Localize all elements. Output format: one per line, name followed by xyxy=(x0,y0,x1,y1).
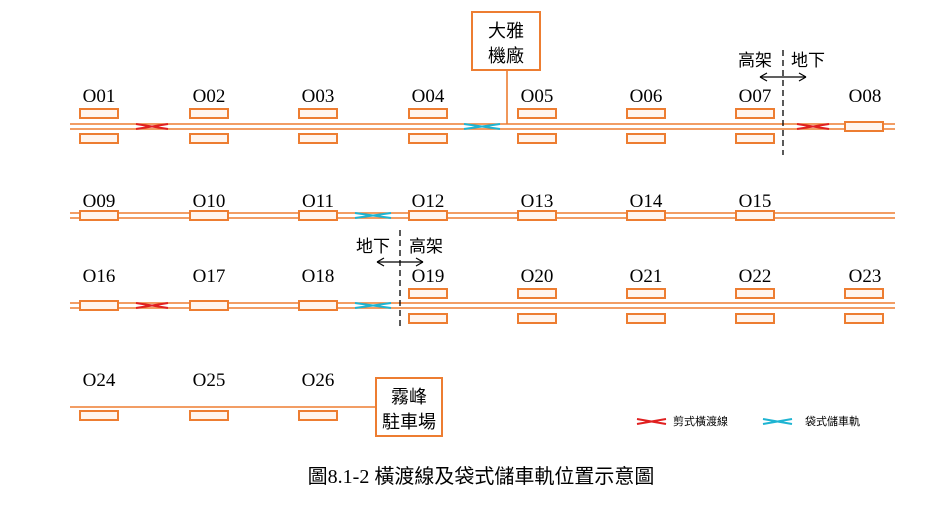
station-label-o23: O23 xyxy=(849,266,882,287)
platform-o08-center xyxy=(844,121,884,132)
station-label-o26: O26 xyxy=(302,370,335,391)
line-row-2: O09 O10 O11 O12 O13 O14 O15 xyxy=(70,191,895,221)
station-label-o14: O14 xyxy=(630,191,663,212)
station-label-o24: O24 xyxy=(83,370,116,391)
station-label-o13: O13 xyxy=(521,191,554,212)
platform-o22-upper xyxy=(735,288,775,299)
line-row-3: O16 O17 O18 O19 O20 O21 O22 O23 地下 高架 xyxy=(70,230,895,330)
transition-left-label: 地下 xyxy=(356,237,390,256)
platform-o05-lower xyxy=(517,133,557,144)
station-label-o09: O09 xyxy=(83,191,116,212)
platform-o17 xyxy=(189,300,229,311)
platform-o01-lower xyxy=(79,133,119,144)
station-label-o01: O01 xyxy=(83,86,116,107)
platform-o20-upper xyxy=(517,288,557,299)
platform-o06-lower xyxy=(626,133,666,144)
depot-label-line1: 霧峰 xyxy=(391,387,427,407)
platform-o23-upper xyxy=(844,288,884,299)
pocket-track-o04-o05 xyxy=(463,123,501,130)
platform-o03-upper xyxy=(298,108,338,119)
platform-o02-upper xyxy=(189,108,229,119)
scissors-crossover-o01-o02 xyxy=(135,123,169,130)
depot-box-wufeng xyxy=(375,377,443,437)
station-label-o03: O03 xyxy=(302,86,335,107)
platform-o12 xyxy=(408,210,448,221)
platform-o09 xyxy=(79,210,119,221)
station-label-o02: O02 xyxy=(193,86,226,107)
transition-left-label: 高架 xyxy=(738,51,772,70)
depot-label-line2: 駐車場 xyxy=(382,412,436,432)
platform-o07-lower xyxy=(735,133,775,144)
scissors-crossover-o07-o08 xyxy=(796,123,830,130)
station-label-o18: O18 xyxy=(302,266,335,287)
platform-o22-lower xyxy=(735,313,775,324)
station-label-o11: O11 xyxy=(302,191,334,212)
station-label-o20: O20 xyxy=(521,266,554,287)
station-label-o16: O16 xyxy=(83,266,116,287)
station-label-o19: O19 xyxy=(412,266,445,287)
legend-pocket-symbol xyxy=(762,418,793,425)
line-row-1: O01 O02 O03 O04 O05 O06 O07 O08 xyxy=(70,11,895,155)
platform-o21-upper xyxy=(626,288,666,299)
platform-o05-upper xyxy=(517,108,557,119)
platform-o20-lower xyxy=(517,313,557,324)
platform-o19-upper xyxy=(408,288,448,299)
platform-o10 xyxy=(189,210,229,221)
station-label-o04: O04 xyxy=(412,86,445,107)
station-label-o17: O17 xyxy=(193,266,226,287)
legend-scissors-label: 剪式橫渡線 xyxy=(673,414,728,428)
station-label-o15: O15 xyxy=(739,191,772,212)
station-label-o08: O08 xyxy=(849,86,882,107)
station-label-o05: O05 xyxy=(521,86,554,107)
figure-caption: 圖8.1-2 橫渡線及袋式儲車軌位置示意圖 xyxy=(308,465,655,488)
station-label-o12: O12 xyxy=(412,191,445,212)
platform-o04-upper xyxy=(408,108,448,119)
platform-o18 xyxy=(298,300,338,311)
platform-o15 xyxy=(735,210,775,221)
station-label-o25: O25 xyxy=(193,370,226,391)
transition-right-label: 地下 xyxy=(791,51,825,70)
pocket-track-o11-o12 xyxy=(354,212,392,219)
platform-o06-upper xyxy=(626,108,666,119)
double-arrow-icon xyxy=(376,257,424,267)
legend: 剪式橫渡線 袋式儲車軌 xyxy=(636,414,860,428)
platform-o24 xyxy=(79,410,119,421)
platform-o25 xyxy=(189,410,229,421)
depot-box-daya xyxy=(471,11,541,71)
platform-o14 xyxy=(626,210,666,221)
line-row-4: O24 O25 O26 霧峰 駐車場 xyxy=(70,370,443,437)
platform-o02-lower xyxy=(189,133,229,144)
platform-o04-lower xyxy=(408,133,448,144)
station-label-o07: O07 xyxy=(739,86,772,107)
platform-o19-lower xyxy=(408,313,448,324)
platform-o23-lower xyxy=(844,313,884,324)
platform-o03-lower xyxy=(298,133,338,144)
station-label-o06: O06 xyxy=(630,86,663,107)
station-label-o22: O22 xyxy=(739,266,772,287)
scissors-crossover-o16-o17 xyxy=(135,302,169,309)
pocket-track-o18-o19 xyxy=(354,302,392,309)
depot-label-line2: 機廠 xyxy=(488,45,524,66)
platform-o11 xyxy=(298,210,338,221)
platform-o26 xyxy=(298,410,338,421)
platform-o21-lower xyxy=(626,313,666,324)
platform-o07-upper xyxy=(735,108,775,119)
legend-pocket-label: 袋式儲車軌 xyxy=(805,414,860,428)
platform-o13 xyxy=(517,210,557,221)
transition-right-label: 高架 xyxy=(409,237,443,256)
station-label-o21: O21 xyxy=(630,266,663,287)
double-arrow-icon xyxy=(759,72,807,82)
legend-scissors-symbol xyxy=(636,418,667,425)
depot-label-line1: 大雅 xyxy=(488,21,524,41)
platform-o16 xyxy=(79,300,119,311)
platform-o01-upper xyxy=(79,108,119,119)
station-label-o10: O10 xyxy=(193,191,226,212)
